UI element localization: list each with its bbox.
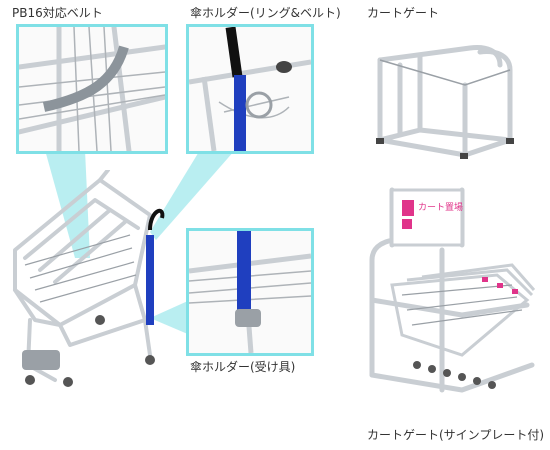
zoom-frame-pb16-belt xyxy=(16,24,168,154)
label-cart-gate-sign: カートゲート(サインプレート付) xyxy=(367,428,545,442)
label-pb16-belt: PB16対応ベルト xyxy=(12,6,103,20)
label-cart-gate: カートゲート xyxy=(367,6,440,20)
cart-icon xyxy=(402,200,414,216)
sign-text: カート置場 xyxy=(418,201,463,213)
label-umbrella-holder-ring-belt: 傘ホルダー(リング&ベルト) xyxy=(190,6,341,20)
cart-gate-with-sign-illustration: カート置場 xyxy=(369,187,536,393)
cart-gate-illustration xyxy=(376,45,514,159)
shopping-cart-illustration xyxy=(13,170,165,387)
zoom-frame-umbrella-ring-belt xyxy=(186,24,314,154)
label-umbrella-holder-receiver: 傘ホルダー(受け具) xyxy=(190,360,296,374)
zoom-frame-umbrella-receiver xyxy=(186,228,314,356)
